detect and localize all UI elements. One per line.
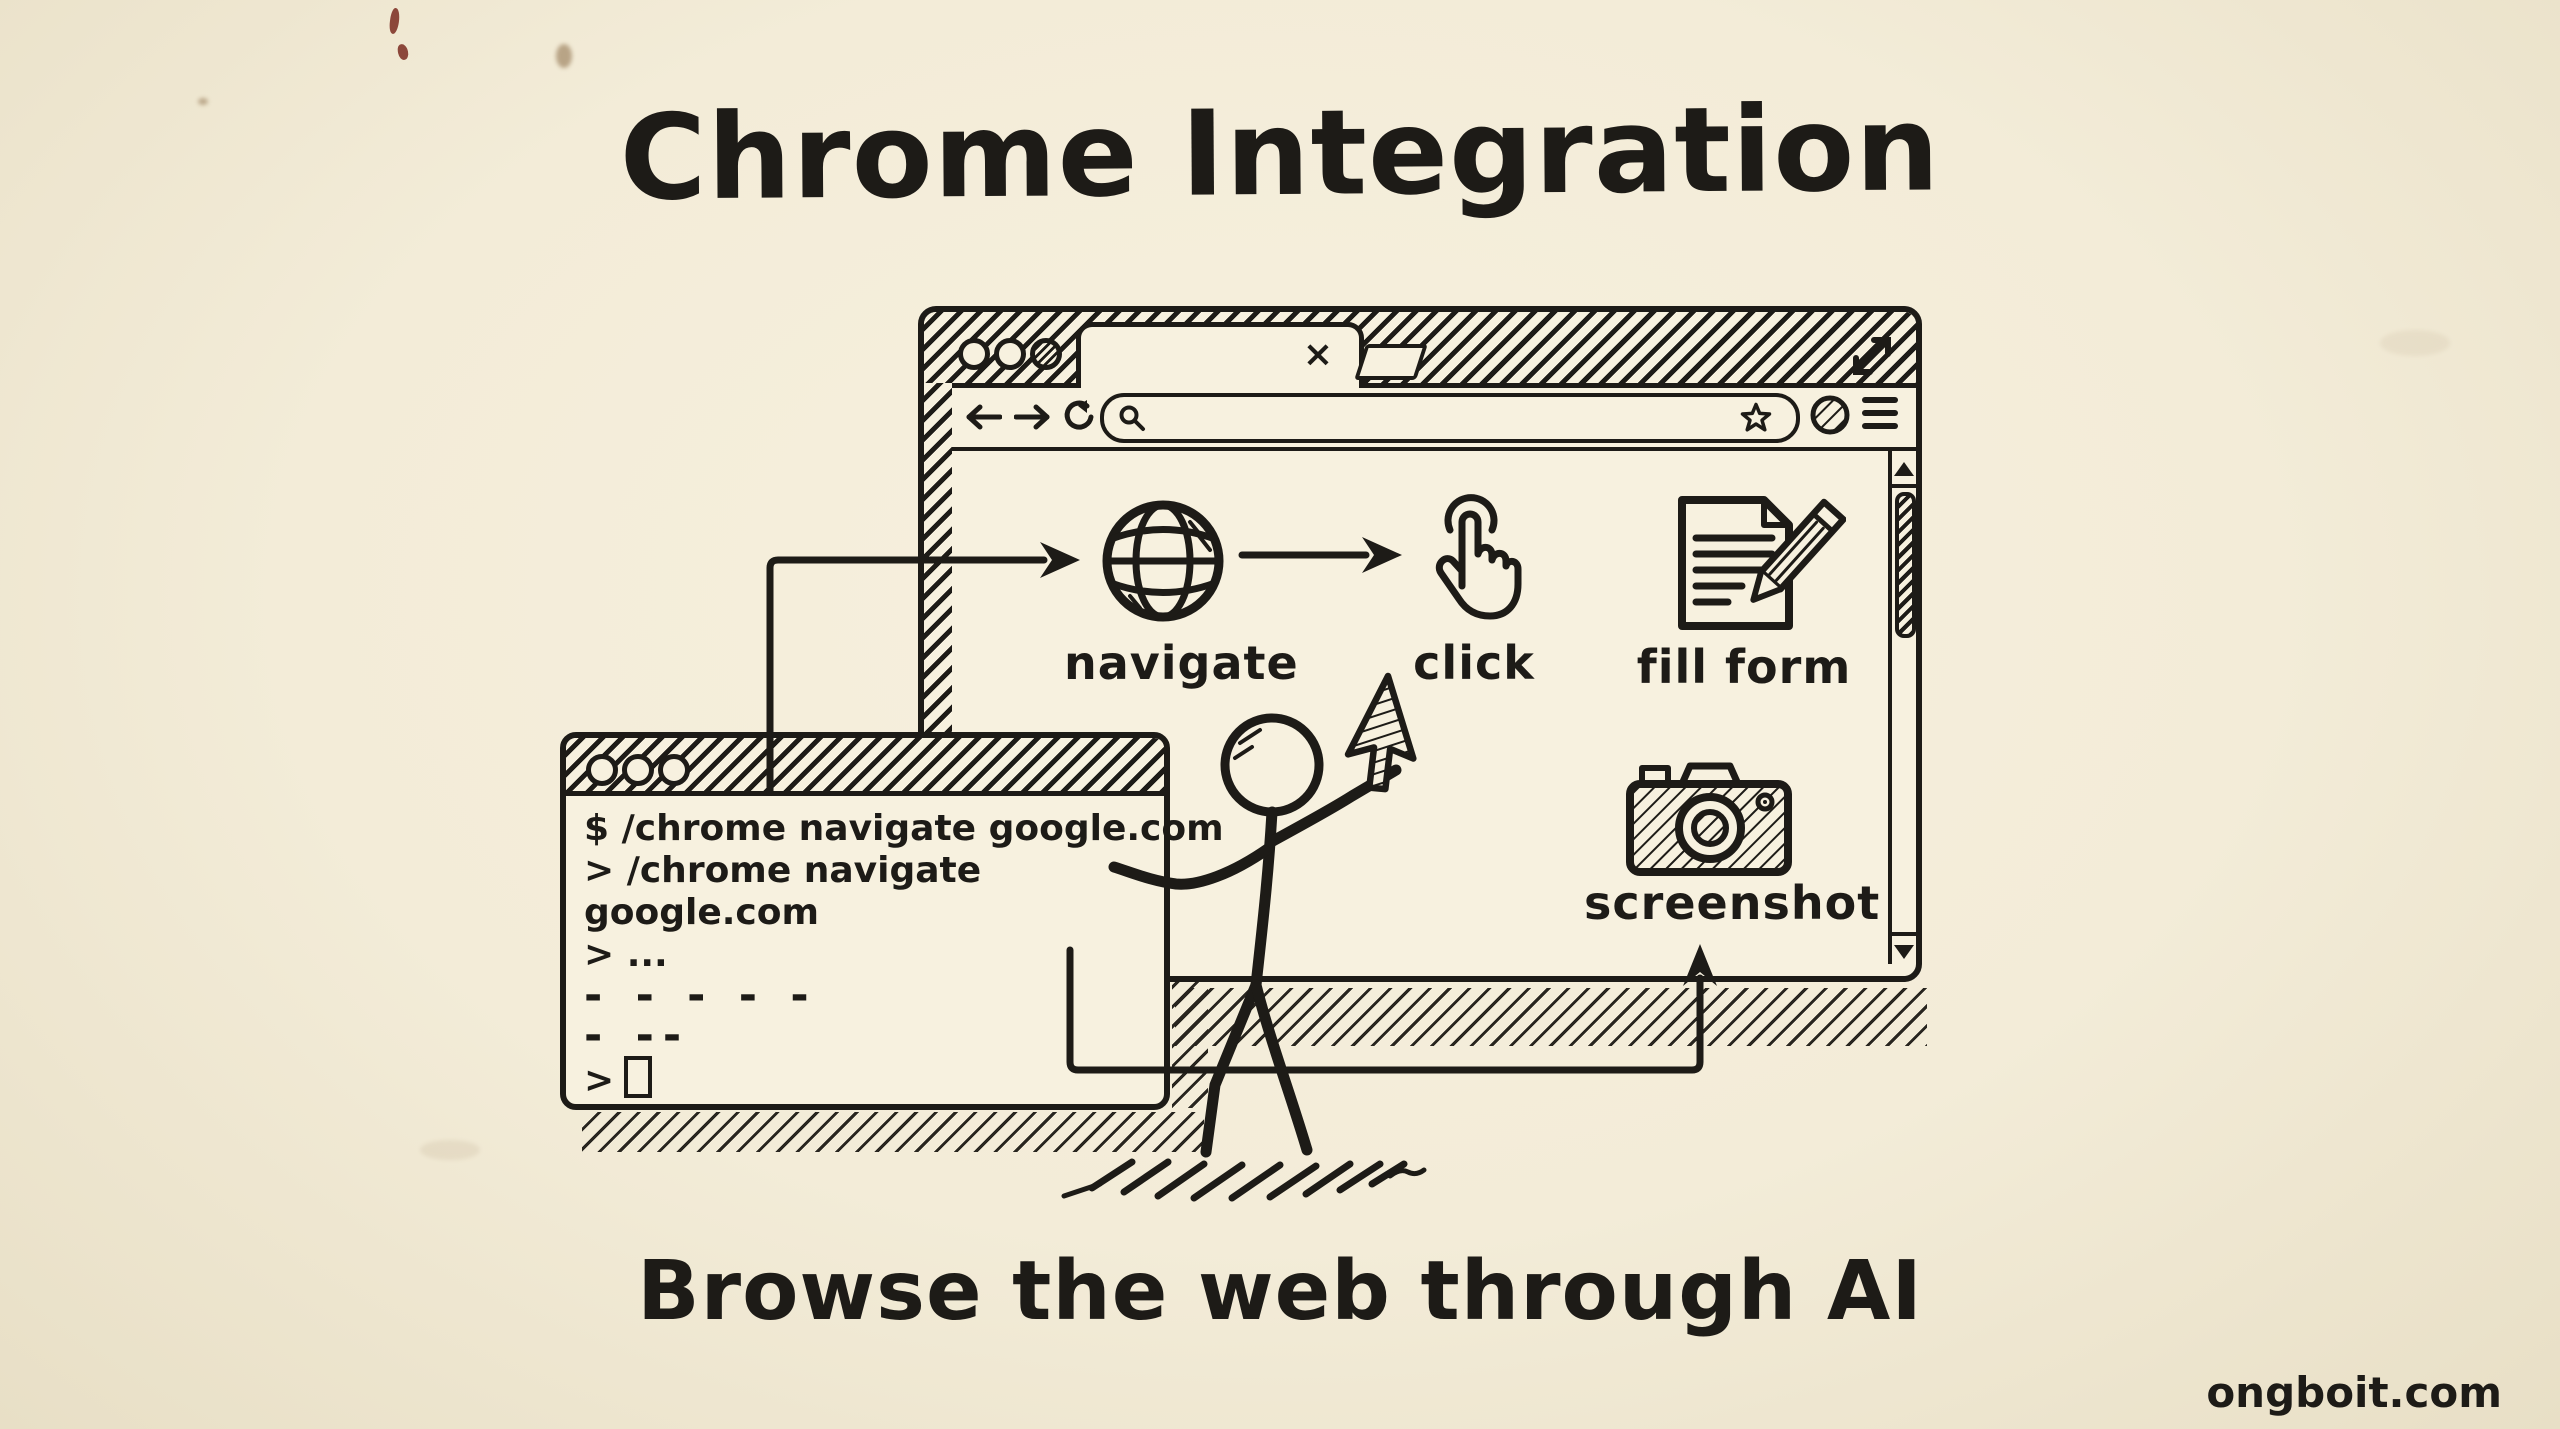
terminal-dash-line: - --: [584, 1010, 691, 1061]
back-arrow-icon[interactable]: [964, 403, 1002, 431]
scrollbar-track[interactable]: [1888, 451, 1892, 964]
terminal-prompt-line[interactable]: >: [584, 1056, 1150, 1102]
terminal-window: $ /chrome navigate google.com > /chrome …: [560, 732, 1224, 1110]
window-dot[interactable]: [1030, 338, 1062, 370]
window-dot[interactable]: [994, 338, 1026, 370]
flow-label-fill-form: fill form: [1636, 640, 1852, 694]
window-dot[interactable]: [586, 754, 618, 786]
browser-toolbar: [924, 383, 1916, 451]
browser-drop-shadow: [1175, 988, 1927, 1046]
avatar[interactable]: [1808, 393, 1852, 437]
window-dot[interactable]: [622, 754, 654, 786]
paper-speck: [388, 7, 401, 35]
figure-ground-shadow: [1061, 1158, 1427, 1202]
camera-icon: [1624, 754, 1796, 882]
browser-tab[interactable]: ×: [1076, 322, 1364, 388]
paper-speck: [396, 43, 410, 61]
terminal-line: > ...: [584, 934, 668, 975]
terminal-line: google.com: [584, 892, 820, 933]
window-dot[interactable]: [958, 338, 990, 370]
flow-label-navigate: navigate: [1064, 636, 1299, 690]
url-bar[interactable]: [1100, 393, 1800, 443]
terminal-body: $ /chrome navigate google.com > /chrome …: [584, 808, 1224, 1101]
search-icon: [1118, 404, 1146, 432]
forward-arrow-icon[interactable]: [1014, 403, 1052, 431]
star-icon[interactable]: [1740, 402, 1772, 434]
terminal-titlebar: [566, 738, 1164, 796]
paper-stain: [556, 44, 572, 68]
terminal-cursor: [624, 1056, 653, 1098]
scrollbar-thumb[interactable]: [1895, 492, 1916, 638]
paper-stain: [2380, 330, 2450, 356]
tab-close-icon[interactable]: ×: [1302, 334, 1333, 375]
diagonal-resize-icon[interactable]: [1844, 328, 1900, 384]
menu-icon[interactable]: [1862, 397, 1898, 436]
prompt-symbol: >: [584, 1060, 615, 1101]
terminal-line: $ /chrome navigate google.com: [584, 808, 1224, 849]
globe-icon: [1098, 496, 1228, 626]
terminal-dash-line: - - - - -: [584, 970, 818, 1021]
scroll-down-icon[interactable]: [1892, 932, 1916, 968]
window-dot[interactable]: [658, 754, 690, 786]
flow-label-click: click: [1413, 636, 1535, 690]
page-title: Chrome Integration: [619, 79, 1941, 227]
tap-hand-icon: [1414, 488, 1534, 630]
flow-label-screenshot: screenshot: [1584, 876, 1881, 930]
new-tab-button[interactable]: [1354, 344, 1428, 380]
terminal-line: > /chrome navigate: [584, 850, 982, 891]
caption: Browse the web through AI: [637, 1244, 1923, 1339]
reload-icon[interactable]: [1062, 399, 1096, 433]
paper-stain: [198, 98, 208, 105]
scroll-up-icon[interactable]: [1892, 454, 1916, 488]
watermark: ongboit.com: [2206, 1368, 2502, 1417]
document-pencil-icon: [1666, 484, 1846, 644]
terminal-bottom-shadow: [582, 1112, 1204, 1152]
paper-stain: [420, 1140, 480, 1160]
